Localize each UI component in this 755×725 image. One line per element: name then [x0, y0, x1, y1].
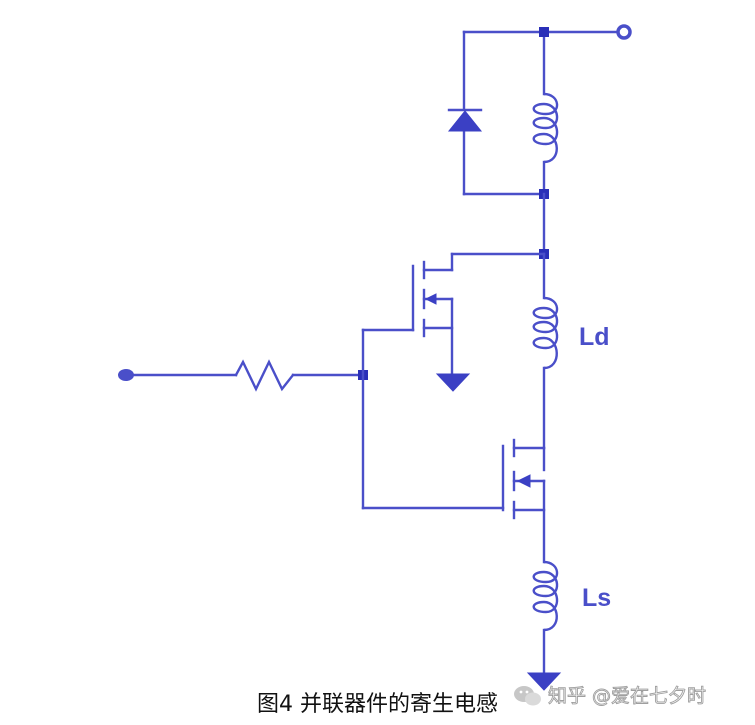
node-top — [539, 27, 549, 37]
diode-symbol — [447, 108, 483, 132]
watermark-text: 知乎 @爱在七夕时 — [548, 685, 706, 707]
top-inductor-coil — [532, 92, 559, 164]
lower-mosfet — [501, 438, 546, 564]
ls-label: Ls — [582, 584, 611, 612]
gate-drive — [118, 328, 505, 510]
lower-ground-icon — [526, 672, 562, 691]
figure-caption: 图4 并联器件的寄生电感 — [257, 692, 498, 717]
ld-label: Ld — [579, 323, 610, 351]
upper-ground-icon — [435, 373, 471, 392]
ld-coil — [532, 296, 559, 370]
diode-triangle — [447, 110, 483, 132]
gate-resistor — [234, 359, 295, 392]
input-terminal — [118, 369, 134, 381]
output-terminal — [616, 24, 632, 40]
source-inductor-ls: Ls — [526, 560, 611, 691]
watermark: 知乎 @爱在七夕时 — [514, 685, 706, 707]
upper-mosfet — [361, 252, 546, 392]
lower-mosfet-arrow — [516, 474, 531, 488]
wechat-logo-icon — [514, 686, 541, 706]
top-diode-inductor-branch — [447, 24, 632, 199]
upper-mosfet-arrow — [424, 293, 437, 305]
ls-coil — [532, 560, 559, 632]
drain-inductor-ld: Ld — [532, 252, 610, 450]
